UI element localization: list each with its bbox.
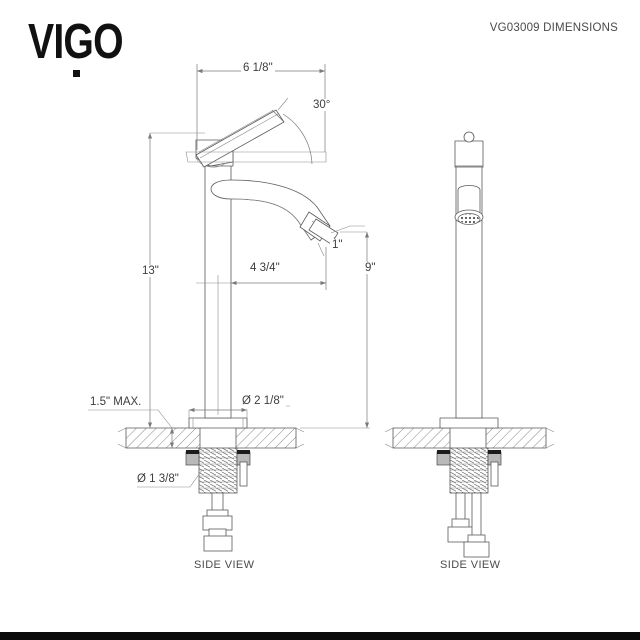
dimension-label-deck-thickness: 1.5" MAX. bbox=[88, 396, 144, 408]
dimension-overall-height bbox=[147, 132, 205, 428]
dimension-deck-thickness bbox=[88, 409, 175, 448]
dimension-label-aerator-size: 1" bbox=[330, 239, 345, 251]
dimension-spout-height bbox=[300, 231, 370, 429]
faucet-aerator-left bbox=[299, 211, 339, 245]
dimension-label-spout-reach: 6 1/8" bbox=[241, 62, 275, 74]
dimension-label-base-diameter: Ø 2 1/8" bbox=[240, 395, 286, 407]
handle-ghost-outline-left bbox=[185, 151, 327, 163]
dimension-label-overall-height: 13" bbox=[140, 265, 161, 277]
countertop-section-left bbox=[117, 427, 305, 449]
countertop-section-right bbox=[384, 427, 555, 449]
faucet-base-collar-left bbox=[188, 417, 248, 429]
dimension-spout-reach-mid bbox=[196, 247, 327, 290]
faucet-aerator-right bbox=[454, 185, 484, 225]
caption-left-side-view: SIDE VIEW bbox=[194, 559, 255, 571]
drawing-title: VG03009 DIMENSIONS bbox=[489, 22, 618, 34]
faucet-handle-lever-left bbox=[195, 109, 285, 168]
dimension-hole-diameter bbox=[137, 469, 203, 488]
brand-wordmark: VIGO bbox=[28, 15, 124, 69]
mounting-bracket-left bbox=[185, 450, 251, 487]
dimension-label-hole-diameter: Ø 1 3/8" bbox=[135, 473, 181, 485]
threaded-shank-right bbox=[449, 447, 489, 494]
faucet-spout-left bbox=[210, 179, 331, 241]
dimension-handle-angle bbox=[277, 97, 313, 165]
vigo-logo: VIGO bbox=[28, 15, 147, 77]
left-side-view bbox=[88, 64, 370, 552]
handle-cap-right bbox=[454, 131, 484, 168]
supply-line-right-b bbox=[463, 492, 490, 558]
faucet-base-collar-right bbox=[439, 417, 499, 429]
supply-line-left bbox=[202, 492, 233, 552]
faucet-body-column-left bbox=[204, 164, 232, 419]
right-side-view bbox=[384, 131, 555, 558]
footer-bar bbox=[0, 632, 640, 640]
brand-dot-icon bbox=[73, 70, 80, 77]
threaded-shank-left bbox=[198, 447, 238, 494]
caption-right-side-view: SIDE VIEW bbox=[440, 559, 501, 571]
dimension-label-handle-angle: 30° bbox=[311, 99, 333, 111]
dimension-label-spout-height: 9" bbox=[363, 262, 378, 274]
supply-line-right-a bbox=[447, 492, 474, 543]
dimension-base-diameter bbox=[188, 405, 290, 418]
dimension-label-spout-reach-mid: 4 3/4" bbox=[248, 262, 282, 274]
mounting-bracket-right bbox=[436, 450, 502, 487]
